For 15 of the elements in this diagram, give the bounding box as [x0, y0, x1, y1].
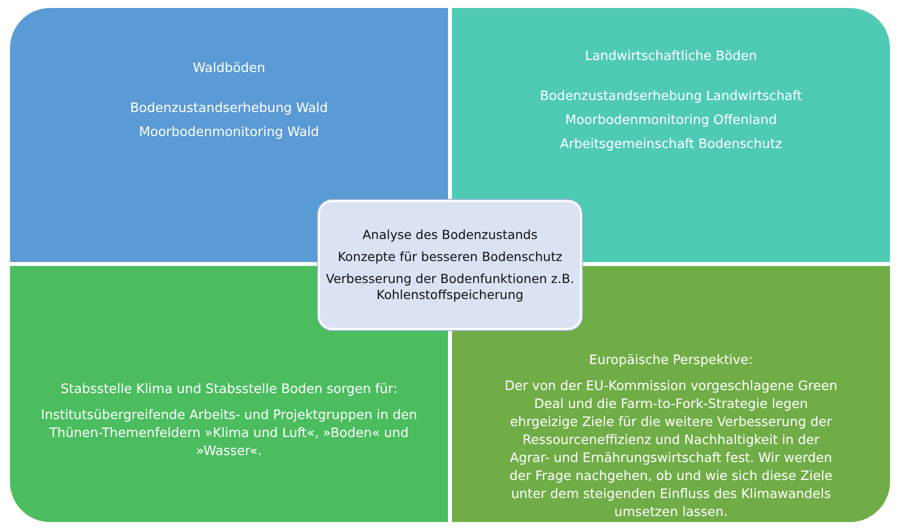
- panel-text: Moorbodenmonitoring Offenland: [565, 112, 777, 130]
- center-box: [318, 200, 582, 330]
- panel-text: Analyse des Bodenzustands: [362, 227, 538, 243]
- panel-heading: Stabsstelle Klima und Stabsstelle Boden sorgen für:: [60, 381, 398, 399]
- panel-heading: Europäische Perspektive:: [589, 352, 753, 370]
- panel-text: Der von der EU-Kommission vorgeschlagene Green Deal und die Farm-to-Fork-Strategie legen ehrgeizige Ziele für die weitere Verbesserung der Ressourceneffizienz und Nachhaltigkeit in der Agrar- und Ernährungswirtschaft fest. Wir werden der Frage nachgehen, ob und wie sich diese Ziele unter dem steigenden Einfluss des Klimawandels umsetzen lassen.: [504, 378, 838, 522]
- panel-text: Bodenzustandserhebung Wald: [130, 100, 328, 118]
- panel-text: Arbeitsgemeinschaft Bodenschutz: [560, 136, 782, 154]
- panel-heading: Landwirtschaftliche Böden: [584, 48, 758, 66]
- panel-text: Moorbodenmonitoring Wald: [138, 124, 320, 142]
- panel-text: Konzepte für besseren Bodenschutz: [338, 249, 562, 265]
- panel-text: Bodenzustandserhebung Landwirtschaft: [540, 88, 802, 106]
- panel-text: Institutsübergreifende Arbeits- und Projektgruppen in den Thünen-Themenfeldern »Klima und Luft«, »Boden« und »Wasser«.: [40, 407, 418, 461]
- panel-text: Verbesserung der Bodenfunktionen z.B. Kohlenstoffspeicherung: [324, 271, 576, 303]
- panel-heading: Waldböden: [192, 60, 266, 78]
